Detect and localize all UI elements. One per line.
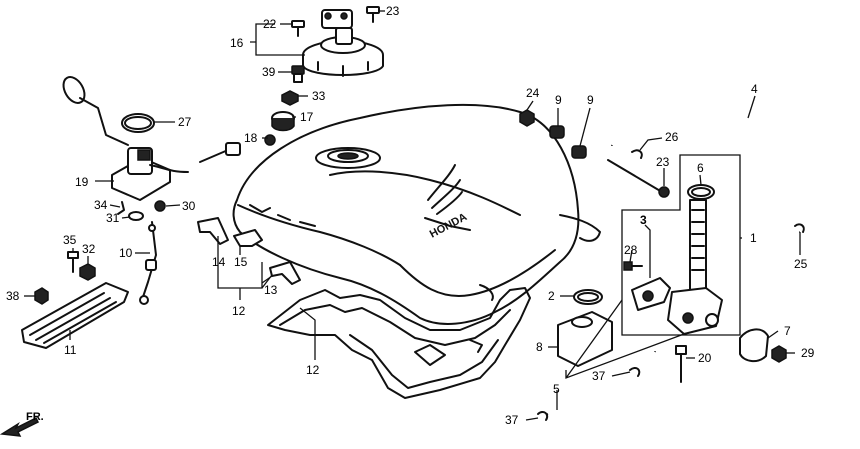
callout-4: 4 [751, 82, 758, 96]
callout-27: 26 [665, 130, 679, 144]
fuel-valve-assembly [621, 154, 741, 336]
callout-33: 32 [82, 242, 96, 256]
clip-37a [629, 366, 641, 377]
callout-18: 17 [300, 110, 314, 124]
breather-hose-4 [608, 94, 841, 235]
nut-25 [519, 109, 535, 127]
callout-1: 1 [750, 231, 757, 245]
fuel-tank: HONDA [232, 103, 601, 325]
callout-28: 27 [178, 115, 192, 129]
bolt-38 [34, 287, 49, 305]
bolt-36 [67, 251, 79, 273]
callout-19: 18 [244, 131, 258, 145]
clamp-26 [794, 223, 805, 233]
callout-21: 20 [698, 351, 712, 365]
bolt-30 [771, 345, 787, 363]
callout-31: 30 [182, 199, 196, 213]
callout-38: 38 [6, 289, 20, 303]
callout-24: 23 [656, 155, 670, 169]
callout-25: 24 [526, 86, 540, 100]
nut-34 [281, 90, 299, 106]
callout-36: 35 [63, 233, 77, 247]
callout-26: 25 [794, 257, 808, 271]
bolt-21 [675, 345, 687, 383]
cushion-15 [269, 261, 301, 285]
callout-23: 23 [386, 4, 400, 18]
callout-17: 16 [230, 36, 244, 50]
cap-bolt-22 [291, 20, 305, 37]
callout-9b: 9 [587, 93, 594, 107]
oring-6 [687, 184, 715, 200]
callout-34: 33 [312, 89, 326, 103]
cushion-16 [233, 229, 263, 247]
callout-9a: 9 [555, 93, 562, 107]
spacer-8 [557, 311, 613, 367]
washer-32 [128, 211, 144, 221]
callout-2: 2 [548, 289, 555, 303]
callout-3: 3 [640, 213, 647, 227]
callout-39: 39 [262, 65, 276, 79]
callout-29: 28 [624, 243, 638, 257]
callout-6: 6 [697, 161, 704, 175]
callout-20: 19 [75, 175, 89, 189]
bushing-9b [571, 145, 587, 159]
grommet-18 [271, 111, 295, 132]
fuel-level-sender [62, 76, 189, 201]
callout-14: 14 [212, 255, 226, 269]
callout-22: 22 [263, 17, 277, 31]
leader-lines [24, 10, 801, 421]
callout-16: 15 [234, 255, 248, 269]
callout-13: 12 [306, 363, 320, 377]
callout-labels: 22 23 16 39 33 17 18 27 19 34 31 30 10 3… [6, 4, 815, 427]
valve-lever-3 [631, 277, 671, 311]
cap-7 [739, 328, 769, 362]
heat-guard-11 [21, 282, 129, 349]
callout-7: 7 [784, 324, 791, 338]
screw-29 [623, 261, 643, 271]
fuel-tube-5 [547, 350, 658, 417]
nut-33 [79, 263, 96, 281]
cap-bolt-23 [366, 6, 380, 23]
clamp-27 [631, 149, 643, 159]
callout-30: 29 [801, 346, 815, 360]
clip-37b [537, 410, 549, 421]
oring-2 [573, 289, 603, 305]
drain-tube-24 [607, 159, 670, 198]
nut-31 [154, 200, 166, 212]
callout-35: 34 [94, 198, 108, 212]
rod-10 [139, 221, 157, 305]
sensor-19 [199, 134, 276, 163]
callout-15: 13 [264, 283, 278, 297]
cushion-14 [197, 217, 229, 245]
callout-8: 8 [536, 340, 543, 354]
callout-5: 5 [553, 382, 560, 396]
callout-37a: 37 [592, 369, 606, 383]
callout-37b: 37 [505, 413, 519, 427]
clip-35 [117, 201, 125, 215]
callout-10: 10 [119, 246, 133, 260]
front-direction-arrow: FR. [0, 411, 44, 437]
oring-28 [121, 113, 155, 133]
bushing-9a [549, 125, 565, 139]
fuel-cap [302, 9, 384, 77]
front-direction-label: FR. [26, 411, 44, 423]
tank-bottom-cover [267, 287, 531, 399]
callout-32: 31 [106, 211, 120, 225]
callout-11: 11 [64, 343, 77, 357]
bolt-39 [291, 65, 305, 83]
callout-12: 12 [232, 304, 246, 318]
